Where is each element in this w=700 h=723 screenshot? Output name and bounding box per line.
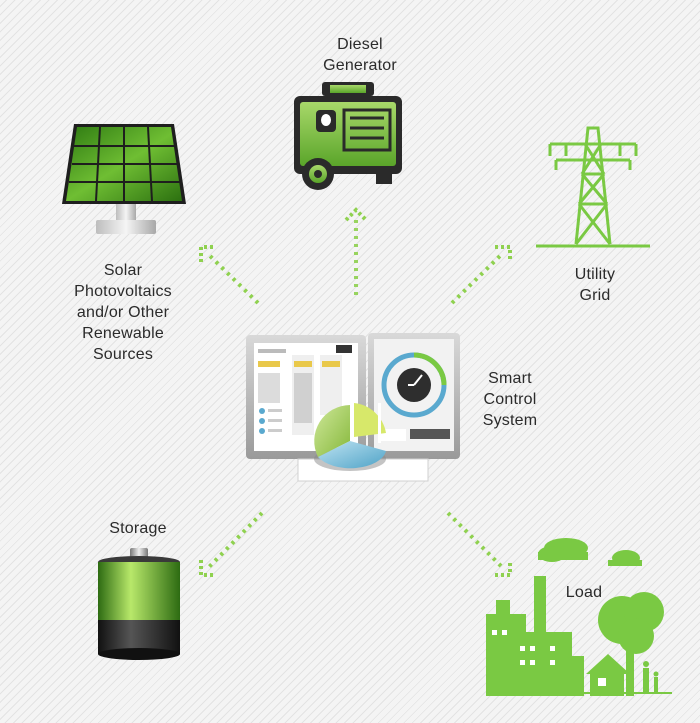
diesel-generator-label: Diesel Generator <box>300 34 420 76</box>
diesel-label-line: Generator <box>323 57 397 74</box>
solar-label-line: Sources <box>92 346 154 363</box>
power-tower-icon <box>536 126 650 248</box>
arrow-to-storage <box>199 511 264 577</box>
diesel-label-line: Diesel <box>337 36 383 53</box>
utility-grid-label: Utility Grid <box>540 264 650 306</box>
arrow-to-grid <box>450 245 512 305</box>
control-dashboard-icon <box>246 333 460 482</box>
storage-label-line: Storage <box>109 520 167 537</box>
control-label-line: Control <box>483 391 537 408</box>
load-label: Load <box>556 582 612 603</box>
smart-control-label: Smart Control System <box>466 368 554 431</box>
solar-panel-icon <box>62 124 186 234</box>
solar-label-line: Renewable <box>82 325 164 342</box>
grid-label-line: Grid <box>579 287 611 304</box>
arrow-to-solar <box>199 245 260 305</box>
solar-label-line: and/or Other <box>76 304 170 321</box>
solar-label-line: Solar <box>103 262 143 279</box>
solar-label: Solar Photovoltaics and/or Other Renewab… <box>48 260 198 365</box>
grid-label-line: Utility <box>574 266 616 283</box>
arrow-to-diesel <box>344 207 368 295</box>
load-label-line: Load <box>565 584 603 601</box>
control-label-line: Smart <box>488 370 532 387</box>
solar-label-line: Photovoltaics <box>74 283 172 300</box>
control-label-line: System <box>482 412 538 429</box>
storage-label: Storage <box>90 518 186 539</box>
city-load-icon <box>486 538 672 696</box>
generator-icon <box>294 82 402 190</box>
battery-icon <box>98 548 180 660</box>
arrow-to-load <box>446 511 512 577</box>
